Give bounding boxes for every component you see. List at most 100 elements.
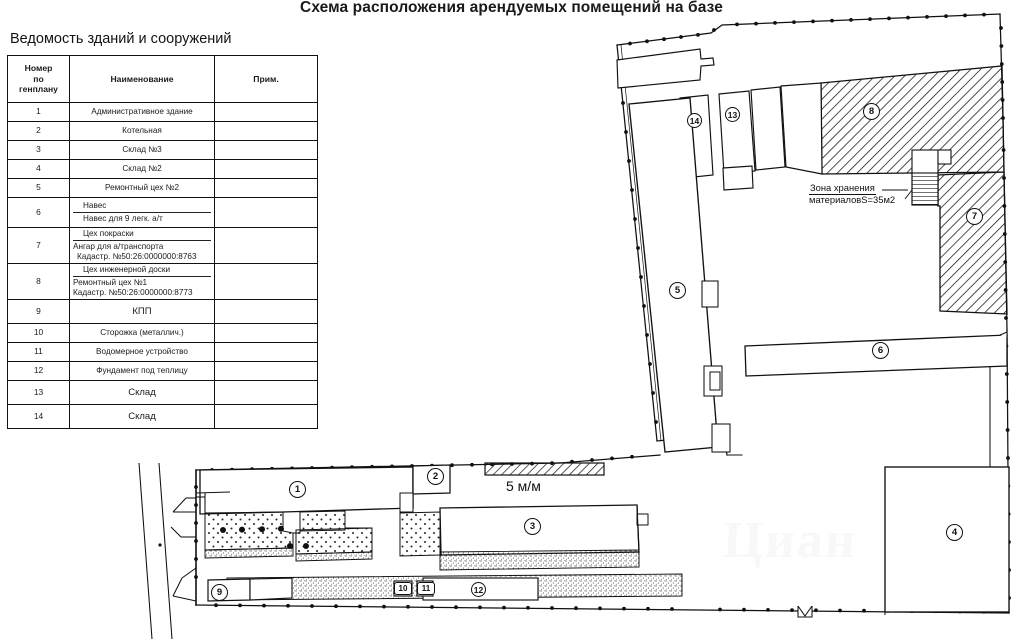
table-row: 4 Склад №2 <box>7 159 318 179</box>
row-note <box>214 121 318 141</box>
access-road <box>138 462 231 639</box>
marker-building-11[interactable]: 11 <box>417 582 435 595</box>
row-name-line: Навес для 9 легк. а/т <box>83 214 163 223</box>
row-number: 14 <box>7 404 70 429</box>
marker-building-5[interactable]: 5 <box>669 282 686 299</box>
parking-strip <box>484 462 605 476</box>
row-number: 7 <box>7 227 70 264</box>
table-row: 13 Склад <box>7 380 318 405</box>
row-note <box>214 159 318 179</box>
table-row: 2 Котельная <box>7 121 318 141</box>
building-13-outline <box>718 90 756 175</box>
row-note <box>214 102 318 122</box>
row-name: Склад №2 <box>69 159 215 179</box>
marker-building-8[interactable]: 8 <box>863 103 880 120</box>
row-note <box>214 404 318 429</box>
row-note <box>214 380 318 405</box>
marker-building-10[interactable]: 10 <box>394 582 412 595</box>
building-1-outline <box>199 466 414 515</box>
row-number: 11 <box>7 342 70 362</box>
row-number: 6 <box>7 197 70 228</box>
column-header-name: Наименование <box>69 55 215 103</box>
row-note <box>214 140 318 160</box>
row-name: Водомерное устройство <box>69 342 215 362</box>
row-name: Фундамент под теплицу <box>69 361 215 381</box>
row-number: 8 <box>7 263 70 300</box>
table-row: 7 Цех покраски Ангар для а/транспорта Ка… <box>7 227 318 264</box>
storage-zone-line2: материаловS=35м2 <box>809 193 896 205</box>
building-5-outline <box>628 97 731 453</box>
marker-building-7[interactable]: 7 <box>966 208 983 225</box>
row-note <box>214 361 318 381</box>
row-number: 10 <box>7 323 70 343</box>
building-14-outline <box>679 94 714 179</box>
table-row: 11 Водомерное устройство <box>7 342 318 362</box>
row-name: КПП <box>69 299 215 324</box>
marker-building-6[interactable]: 6 <box>872 342 889 359</box>
storage-zone-annotation: Зона хранения материаловS=35м2 <box>809 182 896 206</box>
column-header-number-l2: по <box>33 73 44 84</box>
row-name-line: Кадастр. №50:26:0000000:8763 <box>77 251 197 261</box>
table-row: 9 КПП <box>7 299 318 324</box>
row-number: 12 <box>7 361 70 381</box>
row-note <box>214 299 318 324</box>
row-number: 5 <box>7 178 70 198</box>
row-name-line: Цех инженерной доски <box>73 265 211 278</box>
building-7-outline <box>937 171 1008 315</box>
row-name: Навес Навес для 9 легк. а/т <box>69 197 215 228</box>
row-name-line: Навес <box>73 201 211 213</box>
table-row: 12 Фундамент под теплицу <box>7 361 318 381</box>
row-note <box>214 263 318 300</box>
marker-building-9[interactable]: 9 <box>211 584 228 601</box>
bollards <box>220 525 309 549</box>
building-8-outline <box>820 65 1005 175</box>
register-heading: Ведомость зданий и сооружений <box>10 31 232 47</box>
row-note <box>214 197 318 228</box>
table-row: 8 Цех инженерной доски Ремонтный цех №1 … <box>7 263 318 300</box>
row-name: Котельная <box>69 121 215 141</box>
row-note <box>214 323 318 343</box>
row-name: Склад <box>69 380 215 405</box>
column-header-number-l3: генплану <box>19 84 58 95</box>
marker-building-1[interactable]: 1 <box>289 481 306 498</box>
marker-building-14[interactable]: 14 <box>687 113 702 128</box>
row-name-line: Ремонтный цех №1 <box>73 278 148 288</box>
marker-building-13[interactable]: 13 <box>725 107 740 122</box>
row-note <box>214 178 318 198</box>
watermark: Циан <box>720 511 860 569</box>
table-row: 3 Склад №3 <box>7 140 318 160</box>
buildings-register-table: Номер по генплану Наименование Прим. 1 А… <box>7 55 318 429</box>
table-row: 5 Ремонтный цех №2 <box>7 178 318 198</box>
marker-building-12[interactable]: 12 <box>471 582 486 597</box>
row-name: Сторожка (металлич.) <box>69 323 215 343</box>
row-name-line: Цех покраски <box>73 229 211 242</box>
row-name: Склад №3 <box>69 140 215 160</box>
page-title: Схема расположения арендуемых помещений … <box>300 0 723 16</box>
column-header-number: Номер по генплану <box>7 55 70 103</box>
parking-count-label: 5 м/м <box>506 478 541 494</box>
gate-symbol <box>797 605 813 618</box>
row-name: Ремонтный цех №2 <box>69 178 215 198</box>
row-name-line: Ангар для а/транспорта <box>73 242 164 252</box>
row-note <box>214 342 318 362</box>
row-number: 2 <box>7 121 70 141</box>
table-row: 10 Сторожка (металлич.) <box>7 323 318 343</box>
row-name-line: Кадастр. №50:26:0000000:8773 <box>73 287 193 297</box>
marker-building-2[interactable]: 2 <box>427 468 444 485</box>
marker-building-3[interactable]: 3 <box>524 518 541 535</box>
table-header-row: Номер по генплану Наименование Прим. <box>7 55 318 103</box>
marker-building-4[interactable]: 4 <box>946 524 963 541</box>
north-strip-building <box>616 48 715 89</box>
column-header-number-l1: Номер <box>24 62 53 73</box>
row-number: 13 <box>7 380 70 405</box>
row-note <box>214 227 318 264</box>
row-name: Склад <box>69 404 215 429</box>
row-number: 9 <box>7 299 70 324</box>
row-number: 1 <box>7 102 70 122</box>
row-name: Цех инженерной доски Ремонтный цех №1 Ка… <box>69 263 215 300</box>
table-row: 6 Навес Навес для 9 легк. а/т <box>7 197 318 228</box>
row-number: 3 <box>7 140 70 160</box>
table-row: 1 Административное здание <box>7 102 318 122</box>
building-3-outline <box>439 504 649 556</box>
